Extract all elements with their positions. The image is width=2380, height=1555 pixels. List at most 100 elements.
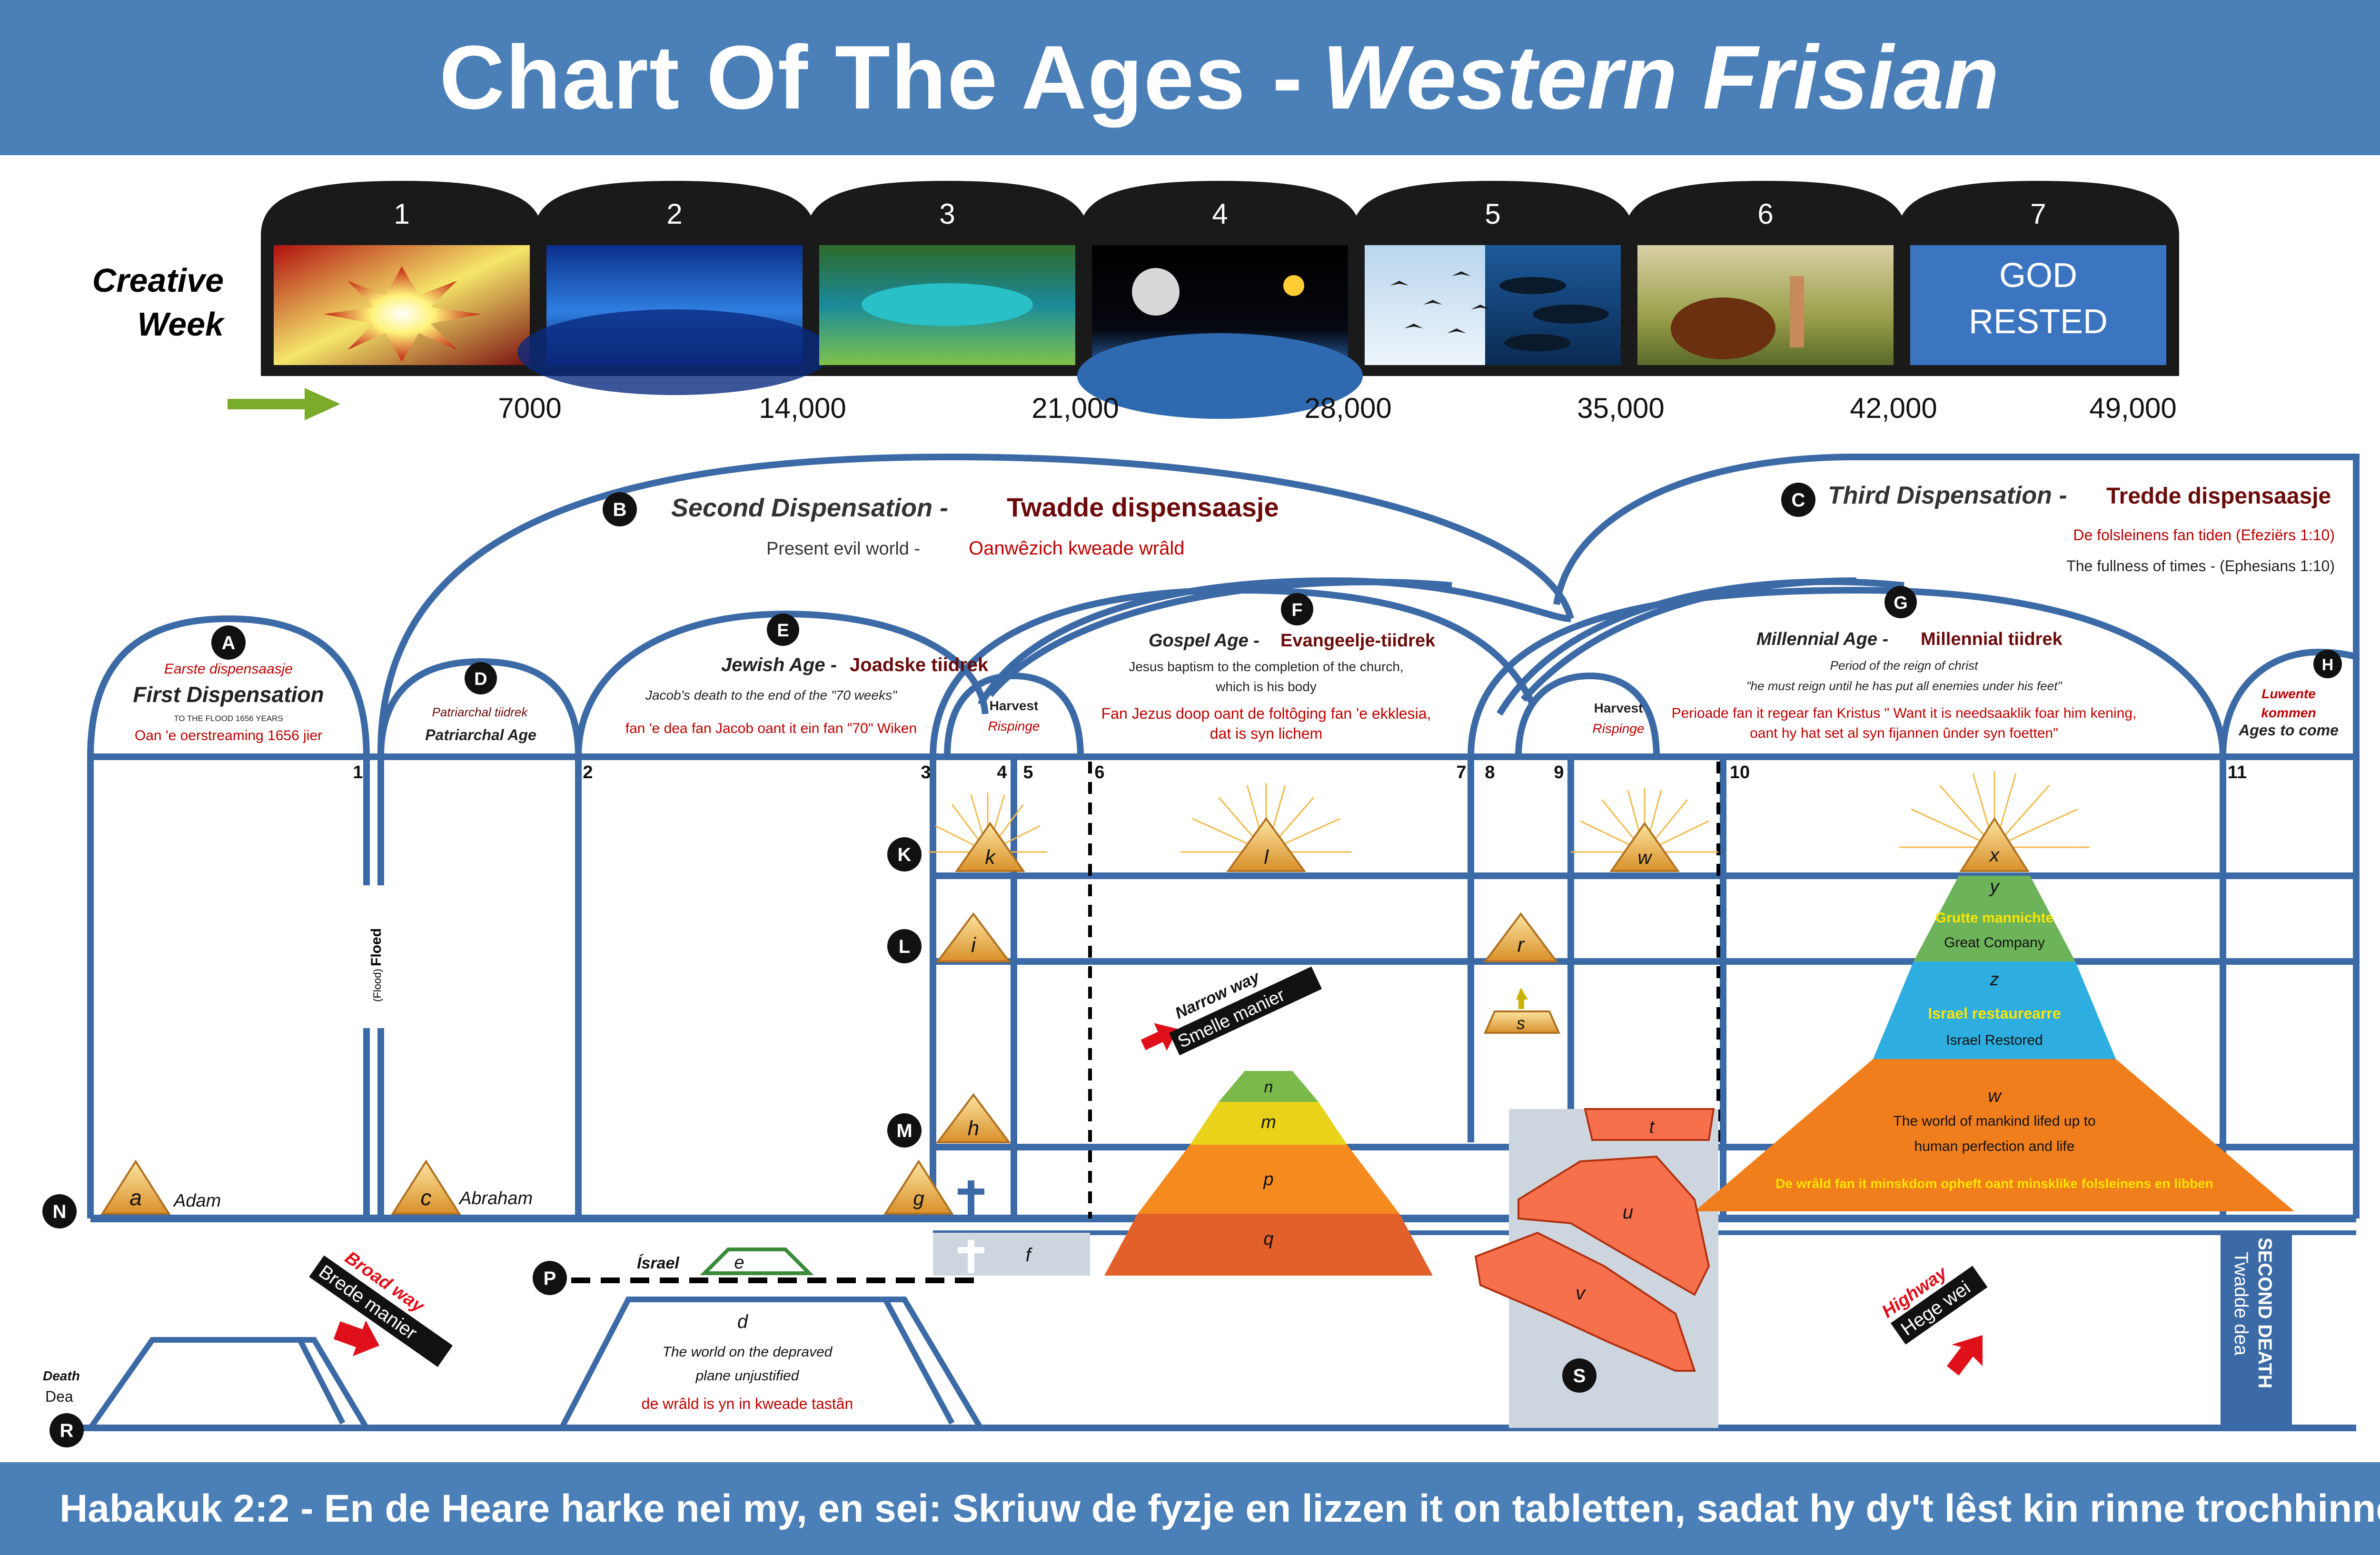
age-h-fy2: kommen [2261, 705, 2316, 720]
day-tab-3 [806, 181, 1088, 236]
svg-text:Great Company: Great Company [1944, 935, 2045, 951]
age-e-en: Jewish Age - [721, 654, 837, 675]
svg-text:Israel restaurearre: Israel restaurearre [1928, 1005, 2061, 1022]
age-f-en: Gospel Age - [1149, 631, 1259, 651]
harvest-2-en: Harvest [1594, 701, 1643, 715]
second-death-column [2223, 1233, 2290, 1428]
adam-label: Adam [173, 1191, 221, 1211]
age-e-desc: Jacob's death to the end of the "70 week… [645, 688, 897, 703]
arch-gospel-2 [977, 577, 1571, 706]
green-arrow-icon [305, 388, 340, 420]
svg-text:m: m [1261, 1112, 1276, 1132]
svg-text:Grutte mannichte: Grutte mannichte [1935, 910, 2053, 926]
creative-week-label-2: Week [137, 306, 225, 343]
day-6-image [1637, 245, 1894, 365]
svg-text:R: R [60, 1420, 74, 1441]
circle-c: C [1781, 483, 1815, 517]
cross-icon [958, 1180, 984, 1216]
circle-f: F [1281, 593, 1313, 625]
glory-k: k [928, 792, 1047, 872]
svg-text:Israel Restored: Israel Restored [1946, 1032, 2043, 1048]
arch-first-dispensation [87, 615, 370, 757]
plane-circle-n: N [42, 1194, 77, 1228]
glory-x: x [1899, 771, 2090, 872]
arch-harvest-2 [1515, 672, 1660, 757]
svg-text:t: t [1649, 1117, 1655, 1137]
day-number: 7 [2030, 198, 2046, 230]
svg-text:q: q [1263, 1229, 1273, 1249]
svg-text:H: H [2322, 656, 2334, 674]
age-a-small: TO THE FLOOD 1656 YEARS [174, 714, 283, 723]
svg-text:S: S [1573, 1366, 1586, 1387]
age-g-desc2: "he must reign until he has put all enem… [1746, 679, 2063, 693]
plane-circle-l: L [887, 929, 922, 963]
circle-d: D [465, 662, 497, 694]
second-death-fy-label: Twadde dea [2231, 1252, 2251, 1356]
third-dispensation-sub-fy: De folsleinens fan tiden (Efeziërs 1:10) [2073, 526, 2335, 544]
plane-circle-m: M [887, 1113, 922, 1148]
arch-millennial [1468, 586, 2226, 757]
arch-second-dispensation [377, 453, 1574, 753]
svg-text:De wrâld fan it minskdom ophef: De wrâld fan it minskdom opheft oant min… [1775, 1176, 2213, 1191]
svg-text:u: u [1623, 1202, 1633, 1223]
age-f-desc-fy2: dat is syn lichem [1210, 725, 1323, 742]
lower-plane-texts: Ísrael e d The world on the depraved pla… [43, 1238, 2275, 1412]
age-h-fy1: Luwente [2261, 686, 2316, 701]
triangle-c: c [391, 1159, 461, 1215]
age-e-fy: Joadske tiidrek [850, 654, 989, 675]
day-tab-7 [1897, 181, 2179, 236]
marker-4: 4 [997, 763, 1007, 782]
plane-d-label: d [737, 1311, 749, 1332]
arch-ages-to-come [2220, 648, 2358, 757]
triangle-r: r [1483, 912, 1558, 962]
triangle-h: h [936, 1093, 1011, 1143]
svg-text:K: K [898, 844, 912, 865]
day-tab-4 [1079, 181, 1361, 236]
triangle-i: i [936, 912, 1011, 962]
age-a-en: First Dispensation [133, 682, 324, 707]
svg-text:h: h [968, 1117, 979, 1140]
depraved-plane-mound [557, 1297, 986, 1431]
marker-10: 10 [1730, 763, 1750, 782]
arch-third-dispensation [1553, 454, 2360, 1218]
age-h-en: Ages to come [2238, 722, 2339, 739]
svg-text:n: n [1264, 1078, 1273, 1096]
birds-icon [1390, 271, 1490, 333]
svg-text:r: r [1517, 933, 1526, 957]
svg-text:M: M [896, 1120, 912, 1141]
scale-label: 7000 [498, 392, 561, 424]
svg-text:D: D [474, 669, 487, 689]
up-arrow-shaft [1518, 997, 1524, 1009]
israel-mound [700, 1248, 814, 1275]
death-fy-label: Dea [45, 1388, 73, 1405]
svg-text:i: i [971, 933, 976, 957]
svg-text:human perfection and life: human perfection and life [1914, 1139, 2075, 1154]
age-f-desc1: Jesus baptism to the completion of the c… [1129, 659, 1403, 674]
marker-8: 8 [1485, 763, 1495, 782]
day-number: 2 [666, 198, 682, 230]
bottom-planes [67, 1109, 2356, 1431]
plane-f-box [933, 1233, 1090, 1276]
moon-icon [1132, 268, 1180, 316]
age-e-desc-fy: fan 'e dea fan Jacob oant it ein fan "70… [625, 721, 917, 736]
second-dispensation-title: Second Dispensation - [671, 494, 948, 522]
highway-arrow-icon [1947, 1335, 1983, 1376]
depraved-1: The world on the depraved [663, 1344, 833, 1360]
glory-triangles: k l w x [928, 771, 2090, 872]
svg-text:N: N [53, 1201, 67, 1222]
scale-label: 21,000 [1031, 392, 1119, 424]
svg-text:k: k [985, 846, 996, 868]
ways: Narrow way Smelle manier Broad way Brede… [309, 966, 1988, 1376]
second-dispensation-sub-fy: Oanwêzich kweade wrâld [969, 538, 1185, 559]
plane-circle-r: R [50, 1413, 84, 1447]
day-number: 3 [939, 198, 955, 230]
age-f-desc2: which is his body [1215, 679, 1317, 694]
flood-gap [358, 885, 390, 1028]
circle-b: B [603, 492, 637, 526]
harvest-1-fy: Rispinge [988, 719, 1040, 733]
trapezoid-s: s [1483, 1010, 1561, 1034]
third-dispensation-title-fy: Tredde dispensaasje [2106, 484, 2331, 509]
age-a-fy: Earste dispensaasje [164, 661, 293, 677]
harvest-1-en: Harvest [990, 698, 1039, 713]
ocean-icon [517, 309, 832, 395]
